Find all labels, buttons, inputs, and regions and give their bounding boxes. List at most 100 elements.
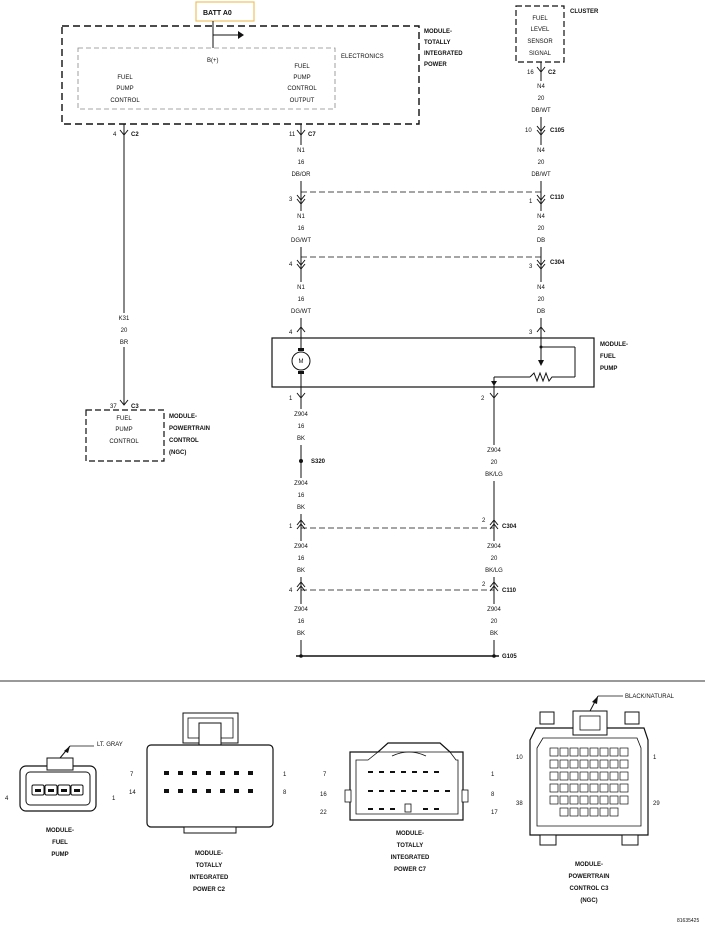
svg-text:C304: C304 (550, 260, 565, 266)
lt-gray-callout: LT. GRAY (97, 742, 123, 748)
svg-text:INTEGRATED: INTEGRATED (391, 855, 430, 861)
svg-text:DB/OR: DB/OR (291, 172, 311, 178)
z904-circuit-label-6: Z904 16 BK (294, 544, 308, 574)
svg-text:K31: K31 (119, 316, 130, 322)
arrow-right-icon (238, 31, 244, 39)
pcm-module-box (85, 409, 165, 462)
svg-text:PUMP: PUMP (51, 852, 68, 858)
svg-text:FUEL: FUEL (600, 354, 616, 360)
svg-text:16: 16 (320, 792, 327, 798)
svg-text:16: 16 (527, 70, 534, 76)
svg-text:MODULE-: MODULE- (575, 862, 603, 868)
n1-circuit-label-3: N1 16 DG/WT (291, 285, 311, 315)
pcm-c3-connector-view (529, 695, 649, 846)
pcm-fpc-label: FUEL PUMP CONTROL (109, 416, 139, 445)
svg-text:20: 20 (538, 297, 545, 303)
svg-text:10: 10 (525, 128, 532, 134)
svg-text:C110: C110 (502, 588, 517, 594)
svg-text:FUEL: FUEL (294, 64, 310, 70)
svg-text:Z904: Z904 (487, 544, 501, 550)
svg-text:INTEGRATED: INTEGRATED (190, 875, 229, 881)
svg-text:DG/WT: DG/WT (291, 309, 311, 315)
tipm-c2-connector-view (146, 712, 274, 834)
svg-text:Z904: Z904 (294, 544, 308, 550)
svg-text:MODULE-: MODULE- (600, 342, 628, 348)
svg-text:3: 3 (529, 330, 533, 336)
svg-text:C7: C7 (308, 132, 316, 138)
svg-text:TOTALLY: TOTALLY (397, 843, 424, 849)
z904-r-circuit-label-7: Z904 20 BK (487, 607, 501, 637)
batt-box (195, 1, 255, 22)
svg-text:C105: C105 (550, 128, 565, 134)
left-conn-bottom: C3 (131, 404, 139, 410)
n1-circuit-label-1: N1 16 DB/OR (291, 148, 311, 178)
cluster-signal-label: FUEL LEVEL SENSOR SIGNAL (527, 16, 553, 57)
svg-text:1: 1 (283, 772, 287, 778)
svg-text:M: M (299, 359, 304, 365)
svg-text:CONTROL C3: CONTROL C3 (570, 886, 610, 892)
svg-text:TOTALLY: TOTALLY (196, 863, 223, 869)
svg-text:DB/WT: DB/WT (531, 172, 551, 178)
svg-text:22: 22 (320, 810, 327, 816)
svg-text:Z904: Z904 (294, 412, 308, 418)
left-pin-top: 4 (113, 132, 117, 138)
svg-text:MODULE-: MODULE- (424, 29, 452, 35)
left-pin-bottom: 37 (110, 404, 117, 410)
svg-text:BK/LG: BK/LG (485, 568, 503, 574)
black-natural-callout: BLACK/NATURAL (625, 694, 675, 700)
svg-text:PUMP: PUMP (600, 366, 617, 372)
svg-text:2: 2 (482, 518, 486, 524)
z904-r-circuit-label-5: Z904 20 BK/LG (485, 448, 503, 478)
svg-text:16: 16 (298, 226, 305, 232)
svg-text:BR: BR (120, 340, 129, 346)
tipm-title: MODULE- TOTALLY INTEGRATED POWER (424, 29, 463, 68)
batt-label: BATT A0 (203, 10, 232, 17)
svg-text:FUEL: FUEL (116, 416, 132, 422)
z904-r-circuit-label-6: Z904 20 BK/LG (485, 544, 503, 574)
svg-text:DB: DB (537, 238, 545, 244)
svg-text:OUTPUT: OUTPUT (290, 98, 315, 104)
svg-text:16: 16 (298, 619, 305, 625)
svg-text:8: 8 (283, 790, 287, 796)
svg-text:C2: C2 (548, 70, 556, 76)
svg-text:POWERTRAIN: POWERTRAIN (169, 426, 210, 432)
svg-text:N4: N4 (537, 214, 545, 220)
bplus-label: B(+) (207, 58, 219, 64)
svg-text:3: 3 (289, 197, 293, 203)
svg-text:TOTALLY: TOTALLY (424, 40, 451, 46)
svg-text:BK: BK (297, 631, 305, 637)
svg-text:FUEL: FUEL (532, 16, 548, 22)
ground-label: G105 (502, 654, 517, 660)
svg-text:N1: N1 (297, 214, 305, 220)
n4-circuit-label-2: N4 20 DB/WT (531, 148, 551, 178)
svg-text:CONTROL: CONTROL (169, 438, 199, 444)
z904-circuit-label-4: Z904 16 BK (294, 412, 308, 442)
svg-text:1: 1 (289, 396, 293, 402)
svg-text:17: 17 (491, 810, 498, 816)
svg-text:8: 8 (491, 792, 495, 798)
fuel-level-sensor-icon (491, 338, 576, 387)
tipm-electronics-box (77, 47, 336, 110)
svg-text:BK: BK (297, 568, 305, 574)
n1-circuit-label-2: N1 16 DG/WT (291, 214, 311, 244)
svg-text:4: 4 (289, 262, 293, 268)
svg-text:Z904: Z904 (487, 448, 501, 454)
tipm-fpco-label: FUEL PUMP CONTROL OUTPUT (287, 64, 317, 104)
svg-text:CONTROL: CONTROL (109, 439, 139, 445)
svg-text:DB/WT: DB/WT (531, 108, 551, 114)
svg-text:N1: N1 (297, 285, 305, 291)
tipm-c7-connector-label: MODULE- TOTALLY INTEGRATED POWER C7 (391, 831, 430, 873)
svg-text:20: 20 (538, 226, 545, 232)
n4-circuit-label-1: N4 20 DB/WT (531, 84, 551, 114)
svg-text:(NGC): (NGC) (169, 450, 186, 456)
n4-circuit-label-3: N4 20 DB (537, 214, 546, 244)
connector-c3-symbol (119, 399, 129, 406)
pcm-title: MODULE- POWERTRAIN CONTROL (NGC) (169, 414, 210, 456)
svg-text:INTEGRATED: INTEGRATED (424, 51, 463, 57)
n4-circuit-label-4: N4 20 DB (537, 285, 546, 315)
svg-text:7: 7 (130, 772, 134, 778)
svg-text:N1: N1 (297, 148, 305, 154)
svg-text:DG/WT: DG/WT (291, 238, 311, 244)
svg-text:3: 3 (529, 264, 533, 270)
